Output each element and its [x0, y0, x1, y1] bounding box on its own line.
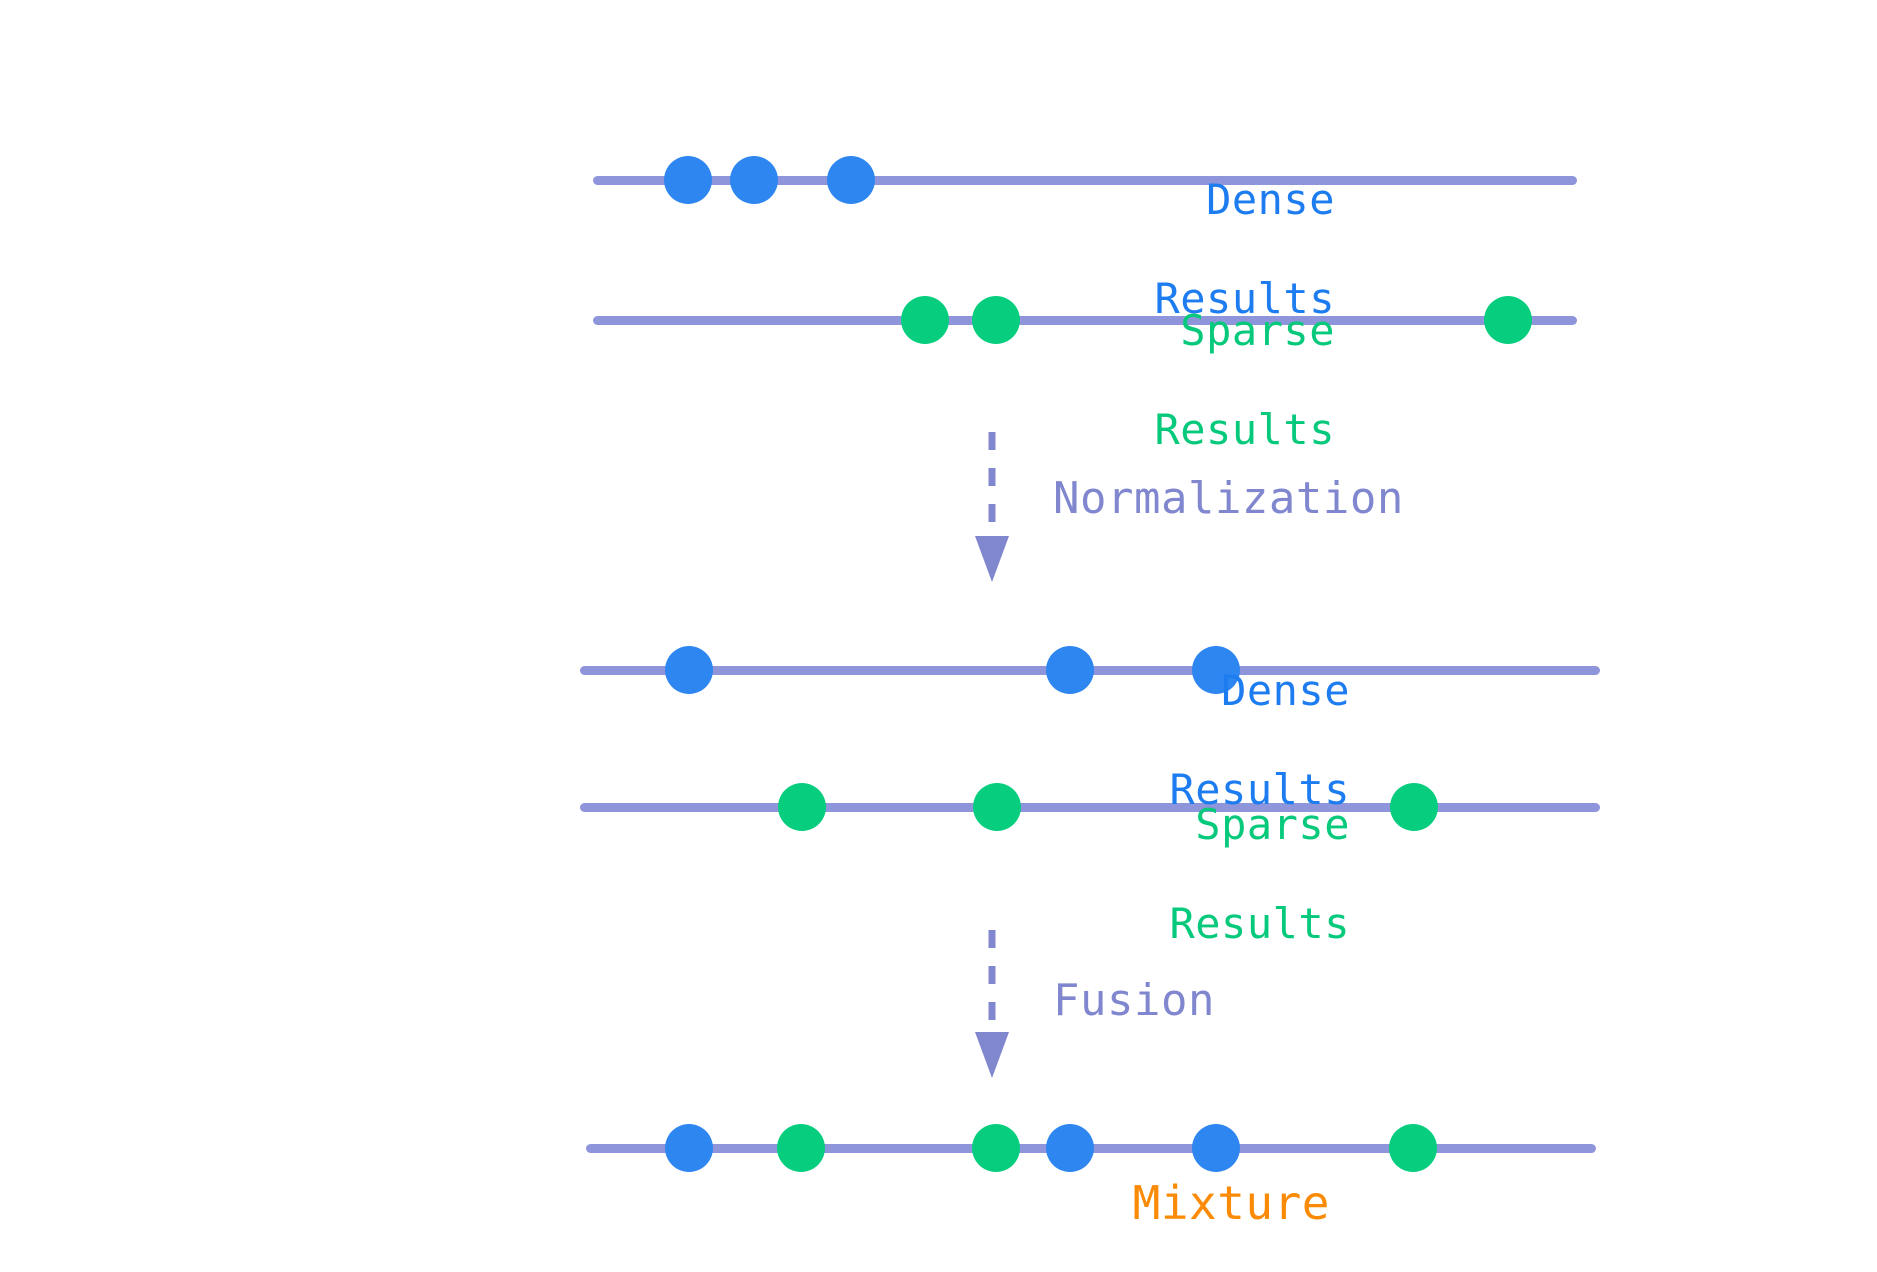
- score-dot-dense: [1046, 646, 1094, 694]
- score-dot-dense: [1046, 1124, 1094, 1172]
- row-label-line2: Results: [1154, 273, 1335, 323]
- row-label-sparse-raw: Sparse Results: [1077, 256, 1335, 553]
- row-label-mixture: Mixture: [1020, 1122, 1330, 1272]
- score-dot-dense: [664, 156, 712, 204]
- row-label-line1: Mixture: [1132, 1176, 1330, 1231]
- score-dot-sparse: [1389, 1124, 1437, 1172]
- axis-line-sparse-raw: [593, 315, 1577, 325]
- fusion-label: Fusion: [1053, 975, 1215, 1026]
- axis-line-sparse-normalized: [580, 802, 1600, 812]
- row-label-line1: Dense: [1206, 174, 1335, 224]
- normalization-arrow: [972, 432, 1012, 582]
- score-dot-sparse: [1484, 296, 1532, 344]
- score-dot-dense: [665, 646, 713, 694]
- row-label-line1: Sparse: [1195, 799, 1350, 849]
- axis-line-dense-raw: [593, 175, 1577, 185]
- row-label-line2: Results: [1169, 898, 1350, 948]
- score-dot-sparse: [972, 1124, 1020, 1172]
- normalization-label: Normalization: [1053, 473, 1404, 524]
- row-label-line1: Dense: [1221, 665, 1350, 715]
- score-dot-sparse: [901, 296, 949, 344]
- score-dot-dense: [827, 156, 875, 204]
- row-label-sparse-normalized: Sparse Results: [1092, 750, 1350, 1047]
- row-label-line1: Sparse: [1180, 305, 1335, 355]
- row-label-dense-normalized: Dense Results: [1118, 616, 1350, 913]
- dashed-down-arrow-icon: [975, 432, 1009, 582]
- score-dot-dense: [730, 156, 778, 204]
- score-dot-sparse: [1390, 783, 1438, 831]
- score-dot-sparse: [778, 783, 826, 831]
- row-label-dense-raw: Dense Results: [1103, 125, 1335, 422]
- fusion-arrow: [972, 930, 1012, 1078]
- score-dot-sparse: [972, 296, 1020, 344]
- score-dot-dense: [1192, 646, 1240, 694]
- score-dot-sparse: [973, 783, 1021, 831]
- row-label-line2: Results: [1154, 404, 1335, 454]
- dashed-down-arrow-icon: [975, 930, 1009, 1078]
- score-dot-dense: [1192, 1124, 1240, 1172]
- score-dot-sparse: [777, 1124, 825, 1172]
- score-dot-dense: [665, 1124, 713, 1172]
- row-label-line2: Results: [1169, 764, 1350, 814]
